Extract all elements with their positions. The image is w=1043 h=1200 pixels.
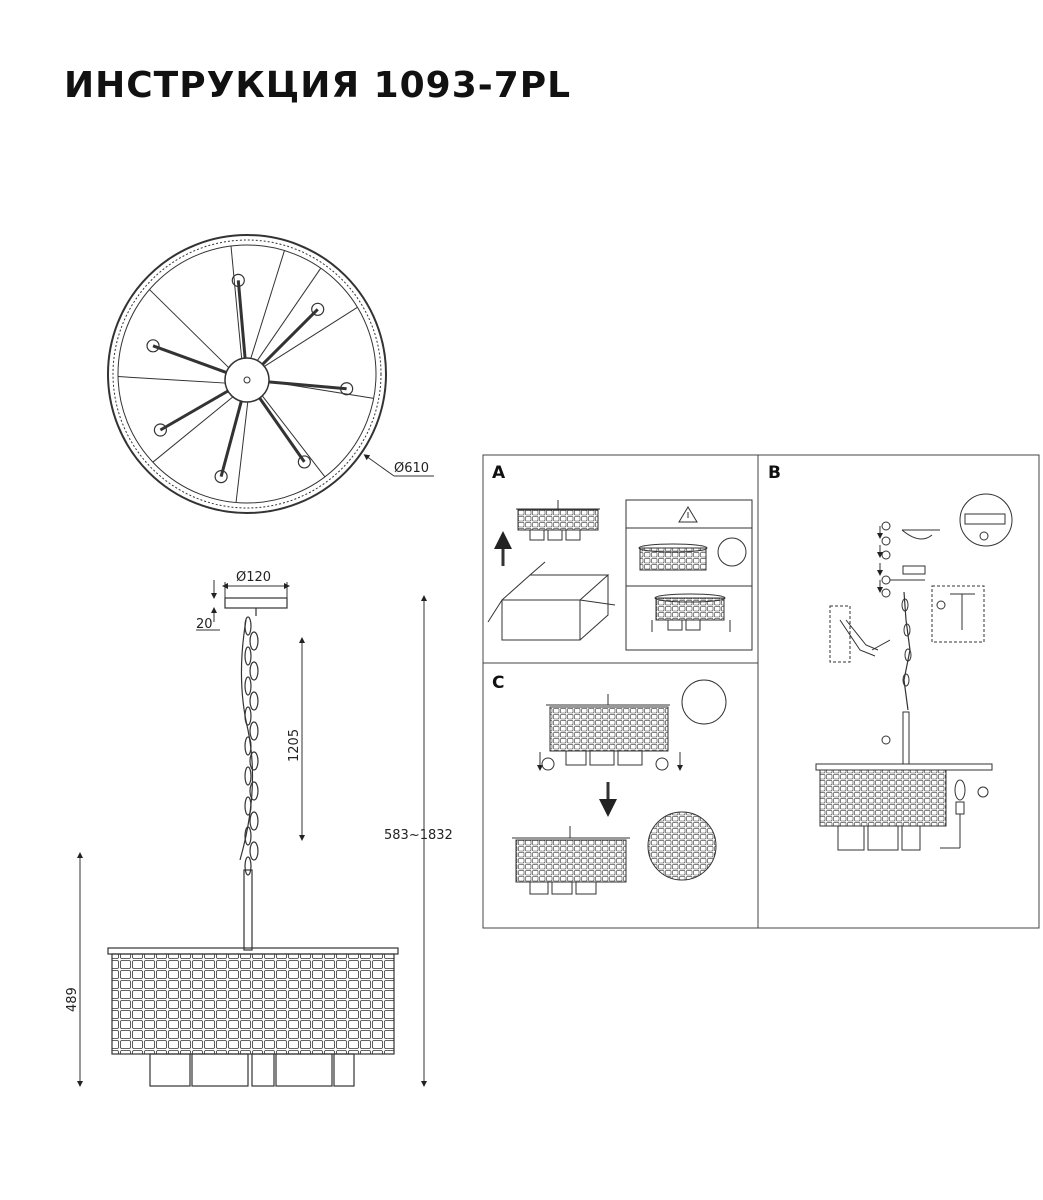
panel-a-label: A [492, 463, 506, 483]
top-view [107, 234, 434, 514]
dim-diameter-canopy: Ø120 [236, 570, 271, 585]
bulb-holder [231, 273, 245, 287]
chain-link [244, 616, 252, 636]
chain-link [244, 676, 252, 696]
power-cord [239, 619, 254, 861]
panel-c-illustration [512, 679, 727, 895]
bulb-holder [146, 339, 160, 353]
instruction-panels-frame [482, 454, 1040, 929]
chain-link [244, 646, 252, 666]
dim-total-height: 583~1832 [384, 828, 453, 843]
panel-a-illustration [487, 499, 753, 651]
dimension-lines [77, 580, 427, 1087]
page-title: ИНСТРУКЦИЯ 1093-7PL [64, 65, 572, 106]
bulb-holder [297, 455, 311, 469]
lamp-arm [266, 380, 347, 391]
lamp-arm [260, 308, 319, 367]
lamp-arm [236, 280, 247, 361]
chain-link [244, 856, 252, 876]
panel-b-label: B [768, 463, 781, 483]
shade-spoke [230, 245, 243, 359]
bulb-holder [214, 469, 228, 484]
shade-spoke [149, 289, 230, 369]
panel-b-illustration [815, 493, 1013, 851]
chain-link [249, 751, 259, 771]
shade-spoke [117, 376, 226, 384]
dim-shade-height: 489 [65, 987, 80, 1012]
chain-link [244, 766, 252, 786]
lamp-arm [159, 388, 231, 432]
chain-link [249, 631, 259, 651]
shade-spoke [256, 267, 322, 361]
lamp-arm [152, 344, 229, 375]
lamp-arm [257, 395, 306, 463]
shade-spoke [152, 396, 234, 463]
dim-diameter-shade: Ø610 [394, 461, 429, 476]
side-view [107, 597, 399, 1087]
dim-canopy-height: 20 [196, 617, 213, 632]
chain-link [249, 841, 259, 861]
shade-spoke [261, 395, 326, 478]
chain-link [249, 781, 259, 801]
dim-chain-length: 1205 [287, 729, 302, 762]
chain-link [249, 661, 259, 681]
lamp-arm [219, 398, 244, 477]
chain-link [249, 811, 259, 831]
bulb-holder [311, 302, 325, 316]
shade-spoke [264, 306, 358, 367]
chain-link [249, 691, 259, 711]
bulb-holder [340, 382, 354, 396]
panel-c-label: C [492, 673, 504, 693]
chain-link [249, 721, 259, 741]
bulb-holder [153, 423, 167, 437]
shade-spoke [235, 401, 249, 503]
shade-spoke [250, 250, 285, 359]
